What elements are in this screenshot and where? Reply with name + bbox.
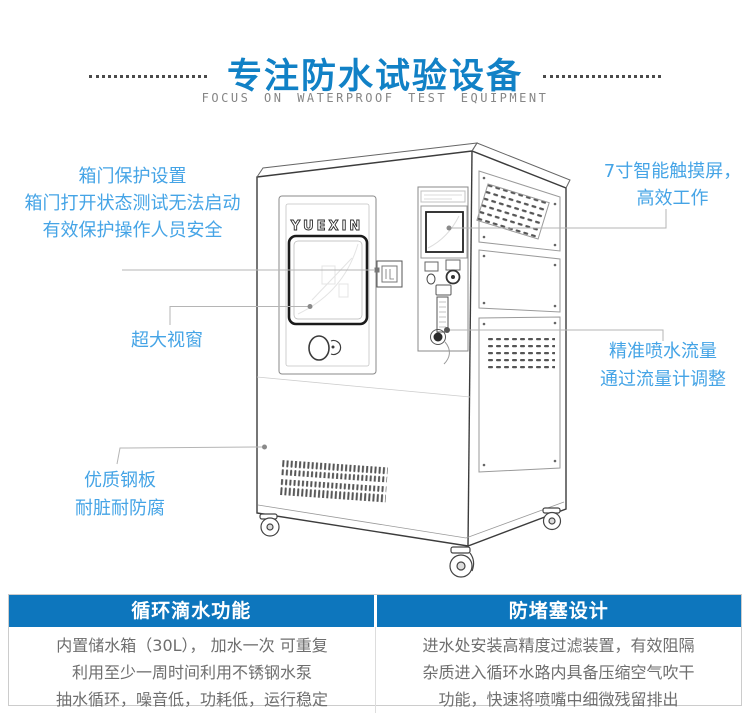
dotted-line-right	[543, 75, 661, 78]
leader-marker-dot	[307, 304, 313, 309]
door-latch	[376, 260, 403, 288]
callout-line: 耐脏耐防腐	[75, 498, 165, 519]
leader-steel-plate	[116, 446, 263, 465]
feature-table: 循环滴水功能 内置储水箱（30L）， 加水一次 可重复 利用至少一周时间利用不锈…	[8, 594, 742, 713]
front-vent-grille	[278, 460, 388, 503]
feature-line: 功能，快速将喷嘴中细微残留排出	[438, 690, 679, 709]
caster-front	[449, 546, 475, 578]
callout-line: 有效保护操作人员安全	[42, 220, 223, 241]
brand-logo: YUEXIN	[290, 219, 364, 234]
leader-touch-screen	[451, 209, 667, 229]
callout-line: 精准喷水流量	[609, 341, 717, 362]
leader-marker-dot	[446, 225, 452, 231]
leader-marker-square	[374, 267, 380, 273]
callout-large-window: 超大视窗	[97, 327, 237, 354]
side-panels	[476, 170, 561, 473]
callout-line: 高效工作	[636, 188, 709, 209]
door-window	[287, 234, 369, 326]
callout-flow-meter: 精准喷水流量 通过流量计调整	[578, 338, 748, 394]
page-title: 专注防水试验设备	[226, 57, 523, 97]
door-handle	[308, 335, 342, 361]
callout-touch-screen: 7寸智能触摸屏， 高效工作	[585, 158, 750, 212]
leader-marker-dot	[262, 444, 267, 450]
callout-steel-plate: 优质钢板 耐脏耐防腐	[40, 467, 200, 523]
feature-header: 防堵塞设计	[376, 595, 741, 627]
callout-door-protection: 箱门保护设置 箱门打开状态测试无法启动 有效保护操作人员安全	[15, 163, 250, 244]
callout-line: 超大视窗	[131, 330, 203, 351]
callout-line: 优质钢板	[84, 470, 156, 491]
callout-line: 通过流量计调整	[600, 369, 726, 390]
leader-marker-dot	[444, 327, 450, 333]
dotted-line-left	[88, 75, 207, 78]
feature-line: 内置储水箱（30L）， 加水一次 可重复	[56, 636, 328, 655]
control-knobs	[424, 259, 461, 285]
caster-right	[542, 507, 562, 531]
feature-drip-function: 循环滴水功能 内置储水箱（30L）， 加水一次 可重复 利用至少一周时间利用不锈…	[9, 595, 375, 709]
feature-line: 进水处安装高精度过滤装置，有效阻隔	[422, 636, 695, 655]
feature-line: 抽水循环，噪音低，功耗低，运行稳定	[55, 690, 328, 709]
side-vent-grille-top	[476, 183, 550, 240]
flow-meter-device	[430, 284, 452, 365]
leader-flow-meter	[450, 329, 664, 341]
front-door: YUEXIN	[256, 195, 471, 503]
caster-wheels	[259, 507, 562, 578]
panel-screws	[482, 176, 557, 467]
touchscreen	[420, 205, 468, 259]
page-subtitle: FOCUS ON WATERPROOF TEST EQUIPMENT	[201, 91, 549, 105]
panel-label-text	[424, 194, 462, 200]
feature-header: 循环滴水功能	[9, 595, 374, 627]
leader-lines	[116, 209, 667, 465]
feature-body: 进水处安装高精度过滤装置，有效阻隔 杂质进入循环水路内具备压缩空气吹干 功能，快…	[375, 627, 741, 713]
callout-line: 箱门打开状态测试无法启动	[24, 193, 241, 214]
control-panel	[417, 186, 469, 365]
callout-line: 箱门保护设置	[78, 166, 187, 187]
front-seam-line	[256, 376, 471, 398]
leader-large-window	[169, 306, 308, 325]
feature-line: 利用至少一周时间利用不锈钢水泵	[71, 663, 312, 682]
feature-line: 杂质进入循环水路内具备压缩空气吹干	[422, 663, 695, 682]
caster-left	[259, 513, 280, 537]
side-vent-grille-bottom	[487, 336, 555, 372]
feature-body: 内置储水箱（30L）， 加水一次 可重复 利用至少一周时间利用不锈钢水泵 抽水循…	[9, 627, 375, 713]
page-header: 专注防水试验设备	[0, 48, 750, 99]
feature-anti-clog: 防堵塞设计 进水处安装高精度过滤装置，有效阻隔 杂质进入循环水路内具备压缩空气吹…	[375, 595, 741, 713]
callout-line: 7寸智能触摸屏，	[603, 161, 742, 182]
